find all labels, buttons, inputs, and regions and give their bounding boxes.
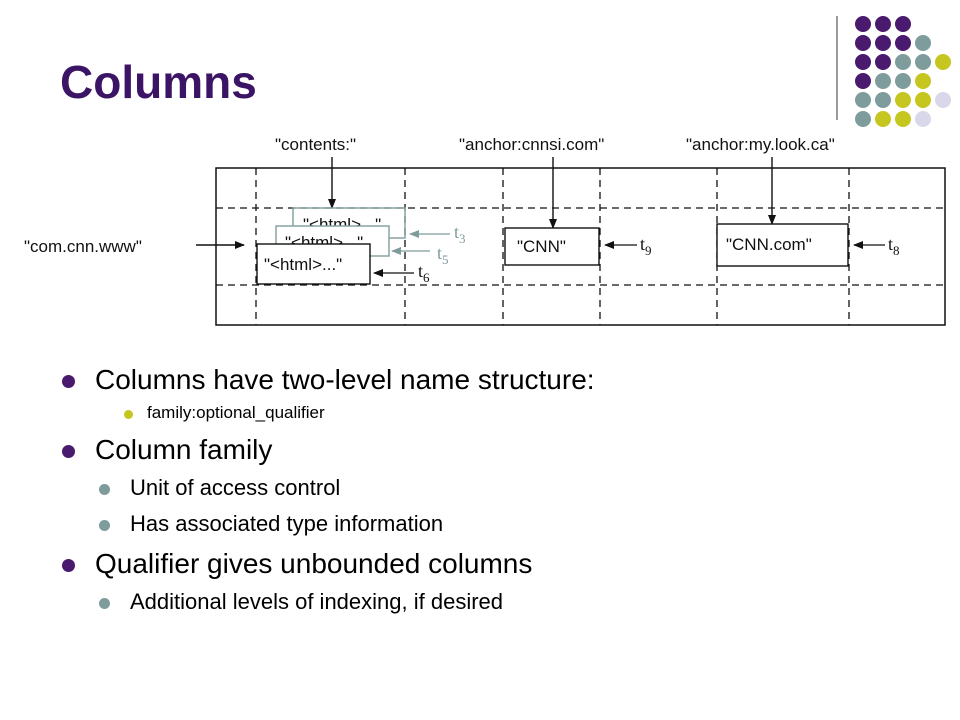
dot bbox=[855, 111, 871, 127]
dot bbox=[915, 111, 931, 127]
bullet-item: Columns have two-level name structure: bbox=[62, 362, 942, 398]
dot bbox=[875, 92, 891, 108]
dot bbox=[895, 111, 911, 127]
dot bbox=[915, 92, 931, 108]
sub-bullet-item: Has associated type information bbox=[62, 508, 942, 540]
dot bbox=[915, 73, 931, 89]
decorative-dot-grid bbox=[852, 16, 952, 127]
column-label-anchor-mylook: "anchor:my.look.ca" bbox=[686, 135, 835, 154]
dot bbox=[915, 54, 931, 70]
sub-bullet-item: Unit of access control bbox=[62, 472, 942, 504]
dot bbox=[895, 54, 911, 70]
table-border bbox=[215, 167, 946, 326]
dot bbox=[895, 92, 911, 108]
dot bbox=[875, 16, 891, 32]
dot bbox=[875, 73, 891, 89]
dot bbox=[895, 73, 911, 89]
dot bbox=[875, 35, 891, 51]
bigtable-column-diagram: "contents:" "anchor:cnnsi.com" "anchor:m… bbox=[24, 135, 946, 326]
cell-text-cnn-com: "CNN.com" bbox=[726, 235, 812, 254]
cell-cnn-com bbox=[716, 223, 849, 267]
dot bbox=[915, 35, 931, 51]
dot bbox=[855, 54, 871, 70]
dot bbox=[855, 73, 871, 89]
column-label-anchor-cnnsi: "anchor:cnnsi.com" bbox=[459, 135, 604, 154]
cell-text-t6: "<html>..." bbox=[264, 255, 342, 274]
dot bbox=[855, 35, 871, 51]
sub-bullet-item: Additional levels of indexing, if desire… bbox=[62, 586, 942, 618]
timestamp-t5: t5 bbox=[437, 243, 449, 267]
dot bbox=[875, 54, 891, 70]
bullet-list: Columns have two-level name structure: f… bbox=[62, 362, 942, 618]
timestamp-t9: t9 bbox=[640, 234, 652, 258]
dot bbox=[895, 16, 911, 32]
timestamp-t6: t6 bbox=[418, 261, 430, 285]
dot bbox=[855, 92, 871, 108]
dot bbox=[935, 54, 951, 70]
dot bbox=[895, 35, 911, 51]
cell-version-t6 bbox=[256, 243, 371, 285]
dot bbox=[875, 111, 891, 127]
header-divider bbox=[836, 16, 838, 120]
dot bbox=[855, 16, 871, 32]
cell-text-cnn: "CNN" bbox=[517, 237, 566, 256]
bullet-item: Column family bbox=[62, 432, 942, 468]
timestamp-t8: t8 bbox=[888, 234, 900, 258]
cell-cnn bbox=[504, 227, 600, 266]
sub-sub-bullet-item: family:optional_qualifier bbox=[62, 400, 942, 426]
column-label-contents: "contents:" bbox=[275, 135, 356, 154]
timestamp-t3: t3 bbox=[454, 222, 466, 246]
dot bbox=[935, 92, 951, 108]
row-label: "com.cnn.www" bbox=[24, 237, 142, 256]
bullet-item: Qualifier gives unbounded columns bbox=[62, 546, 942, 582]
slide-title: Columns bbox=[60, 56, 257, 108]
